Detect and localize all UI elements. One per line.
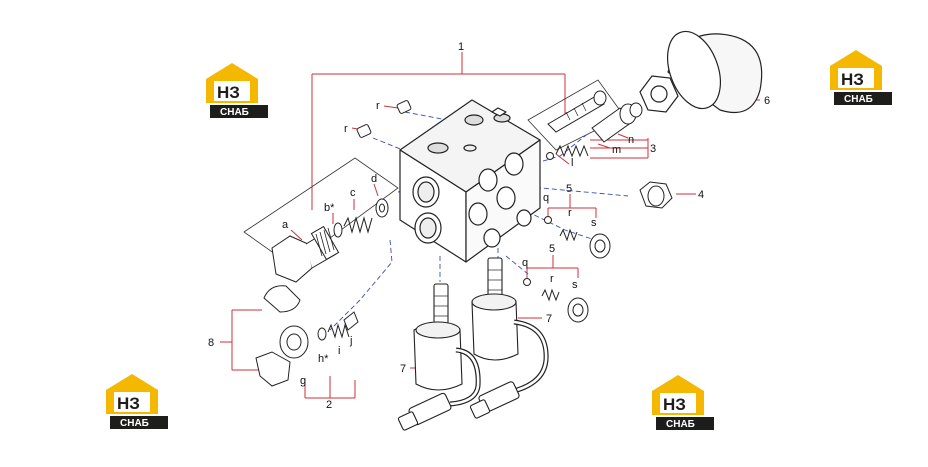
check-valve-assembly (546, 90, 643, 160)
brand-logo-bottom-left: НЗ СНАБ (106, 374, 168, 429)
check-kit-upper (544, 216, 611, 259)
callout-r-lower: r (550, 273, 554, 285)
callout-r-upper: r (568, 207, 572, 219)
callout-d: d (371, 173, 377, 185)
callout-c: c (350, 187, 356, 199)
logo-letters: НЗ (663, 395, 686, 414)
callout-3: 3 (650, 143, 656, 155)
callout-j: j (349, 335, 352, 347)
callout-7-right: 7 (546, 313, 552, 325)
logo-letters: НЗ (217, 83, 240, 102)
logo-subtitle: СНАБ (220, 107, 249, 118)
callout-6: 6 (764, 95, 770, 107)
callout-1: 1 (458, 41, 464, 53)
callout-m: m (612, 144, 621, 156)
callout-s-upper: s (591, 217, 597, 229)
logo-letters: НЗ (117, 394, 140, 413)
callout-5-lower: 5 (549, 243, 555, 255)
relief-valve-assembly (271, 198, 389, 283)
accumulator (639, 30, 763, 114)
brand-logo-top-right: НЗ СНАБ (830, 50, 892, 105)
solenoid-valve-left (397, 283, 481, 431)
callout-r-top2: r (344, 123, 348, 135)
callout-labels: 1 2 3 4 5 5 6 7 7 8 a b* c d g h* i j l … (208, 41, 770, 411)
callout-5-upper: 5 (566, 183, 572, 195)
callout-r-top1: r (376, 100, 380, 112)
plug-screws-top (356, 100, 412, 138)
callout-g: g (300, 375, 306, 387)
brand-logo-bottom-right: НЗ СНАБ (652, 375, 714, 430)
callout-i: i (338, 345, 340, 357)
callout-h: h* (318, 353, 329, 365)
check-kit-lower (523, 278, 589, 323)
callout-q-lower: q (522, 257, 528, 269)
logo-letters: НЗ (841, 70, 864, 89)
logo-subtitle: СНАБ (666, 419, 695, 430)
logo-subtitle: СНАБ (844, 94, 873, 105)
callout-7-left: 7 (400, 363, 406, 375)
solenoid-valve-right (469, 257, 549, 419)
callout-q-upper: q (543, 192, 549, 204)
callout-b: b* (324, 202, 335, 214)
logo-subtitle: СНАБ (120, 418, 149, 429)
callout-l: l (571, 157, 573, 169)
solenoid-cap-assembly (255, 285, 359, 387)
callout-a: a (282, 219, 289, 231)
callout-8: 8 (208, 337, 214, 349)
brand-logo-top-left: НЗ СНАБ (206, 63, 268, 118)
plug-fitting-4 (639, 181, 673, 209)
valve-block (399, 99, 541, 263)
callout-n: n (628, 134, 634, 146)
callout-2: 2 (326, 399, 332, 411)
callout-s-lower: s (572, 279, 578, 291)
callout-4: 4 (698, 189, 704, 201)
